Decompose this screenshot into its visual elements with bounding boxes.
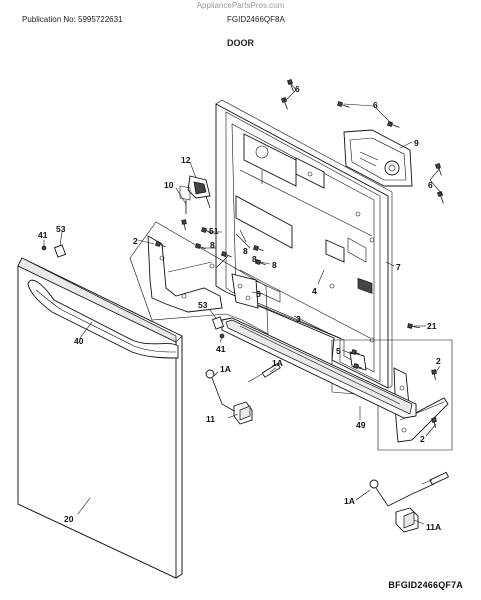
callout-53: 53 bbox=[56, 224, 66, 234]
callout-8: 8 bbox=[272, 260, 277, 270]
callout-9: 9 bbox=[414, 138, 419, 148]
callout-5: 5 bbox=[256, 289, 261, 299]
callout-41: 41 bbox=[216, 344, 226, 354]
callout-41: 41 bbox=[38, 230, 48, 240]
callout-53: 53 bbox=[198, 300, 208, 310]
callout-6: 6 bbox=[295, 84, 300, 94]
callout-21: 21 bbox=[427, 321, 437, 331]
callout-2: 2 bbox=[436, 356, 441, 366]
callout-1A-right: 1A bbox=[344, 496, 355, 506]
callout-2: 2 bbox=[133, 236, 138, 246]
door-latch bbox=[179, 175, 211, 214]
callout-labels: 6 6 6 9 12 10 7 21 3 4 8 8 8 8 51 2 5 5 … bbox=[38, 84, 441, 532]
callout-49: 49 bbox=[356, 420, 366, 430]
callout-51: 51 bbox=[209, 226, 219, 236]
screws bbox=[41, 78, 444, 428]
callout-3: 3 bbox=[296, 314, 301, 324]
control-module bbox=[343, 129, 413, 294]
watermark-text: AppliancePartsPros.com bbox=[196, 1, 285, 10]
door-cable-left bbox=[205, 362, 281, 425]
leader-lines bbox=[43, 81, 443, 525]
door-cable-right bbox=[369, 471, 450, 533]
callout-1A-spring: 1A bbox=[272, 358, 283, 368]
left-hinge-group bbox=[129, 221, 269, 335]
callout-11: 11 bbox=[206, 414, 215, 424]
callout-12: 12 bbox=[181, 155, 191, 165]
callout-8: 8 bbox=[252, 254, 257, 264]
inner-door-panel bbox=[215, 99, 393, 389]
callout-2: 2 bbox=[420, 434, 425, 444]
callout-4: 4 bbox=[312, 286, 317, 296]
callout-6: 6 bbox=[373, 100, 378, 110]
callout-10: 10 bbox=[164, 180, 174, 190]
model-number: FGID2466QF8A bbox=[227, 15, 285, 24]
bottom-trim-strip bbox=[221, 317, 417, 419]
callout-5: 5 bbox=[336, 346, 341, 356]
callout-6: 6 bbox=[428, 180, 433, 190]
section-title: DOOR bbox=[227, 38, 254, 48]
callout-1A: 1A bbox=[220, 364, 231, 374]
outer-door-panel bbox=[17, 257, 183, 579]
publication-number: Publication No: 5995722631 bbox=[22, 15, 123, 24]
callout-7: 7 bbox=[396, 262, 401, 272]
callout-11A: 11A bbox=[426, 522, 441, 532]
callout-8: 8 bbox=[210, 240, 215, 250]
callout-40: 40 bbox=[74, 336, 84, 346]
callout-8: 8 bbox=[243, 246, 248, 256]
callout-20: 20 bbox=[64, 514, 74, 524]
figure-id: BFGID2466QF7A bbox=[388, 580, 463, 590]
